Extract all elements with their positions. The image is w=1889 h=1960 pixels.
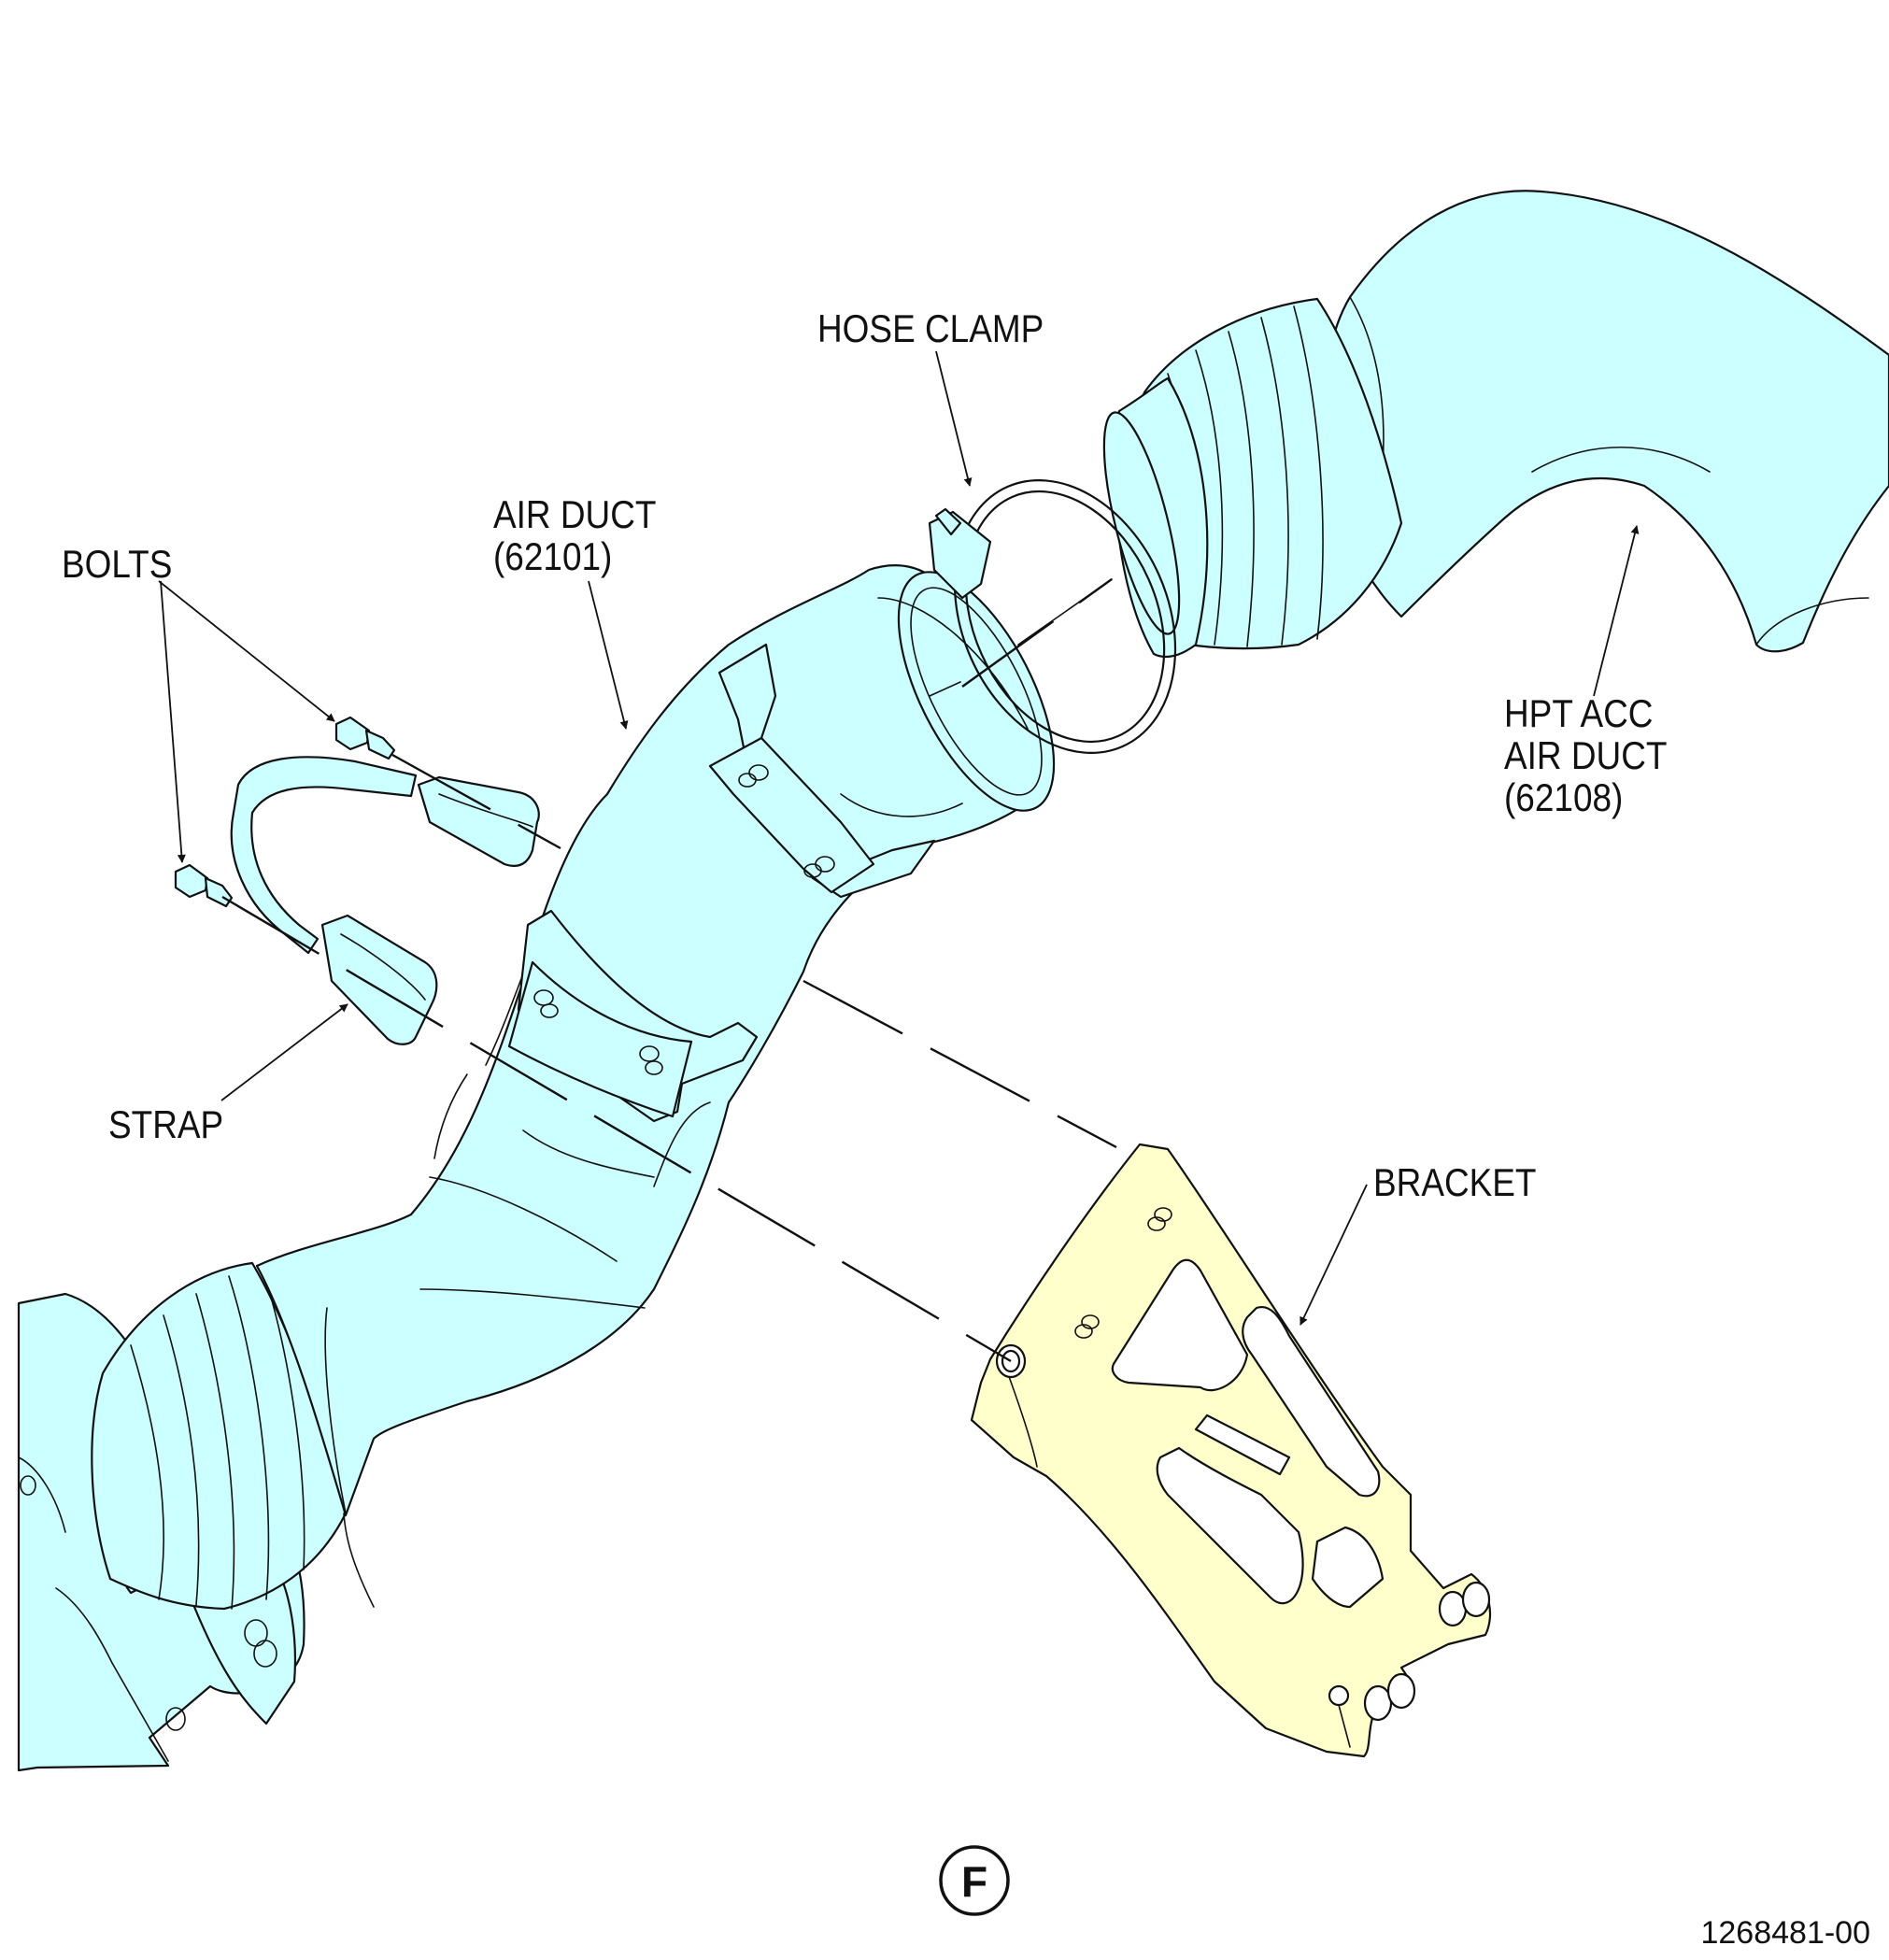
hpt-acc-air-duct-label-line1: HPT ACC (1504, 692, 1653, 736)
strap (230, 756, 540, 1045)
bolt-lower (174, 863, 234, 908)
bracket-label: BRACKET (1373, 1161, 1537, 1205)
lower-duct-section (17, 1261, 384, 1772)
assembly-centerlines (221, 578, 1117, 1363)
air-duct-label-line2: (62101) (493, 535, 612, 579)
air-duct-62101 (255, 564, 1056, 1517)
drawing-number: 1268481-00 (1700, 1915, 1870, 1951)
view-identifier: F (939, 1845, 1010, 1916)
bolts (174, 716, 396, 908)
bolt-upper (334, 716, 396, 760)
leader-lines (158, 350, 1640, 1326)
air-duct-label-line1: AIR DUCT (493, 493, 656, 537)
bolts-label: BOLTS (62, 543, 172, 587)
view-letter: F (961, 1857, 987, 1906)
bracket (970, 1143, 1492, 1758)
hose-clamp-label: HOSE CLAMP (817, 307, 1044, 351)
hpt-acc-air-duct-label-line2: AIR DUCT (1504, 734, 1667, 778)
hpt-acc-air-duct (1102, 190, 1889, 659)
strap-label: STRAP (108, 1103, 223, 1147)
hose-clamp (928, 479, 1177, 754)
hpt-acc-air-duct-label-line3: (62108) (1504, 776, 1623, 820)
